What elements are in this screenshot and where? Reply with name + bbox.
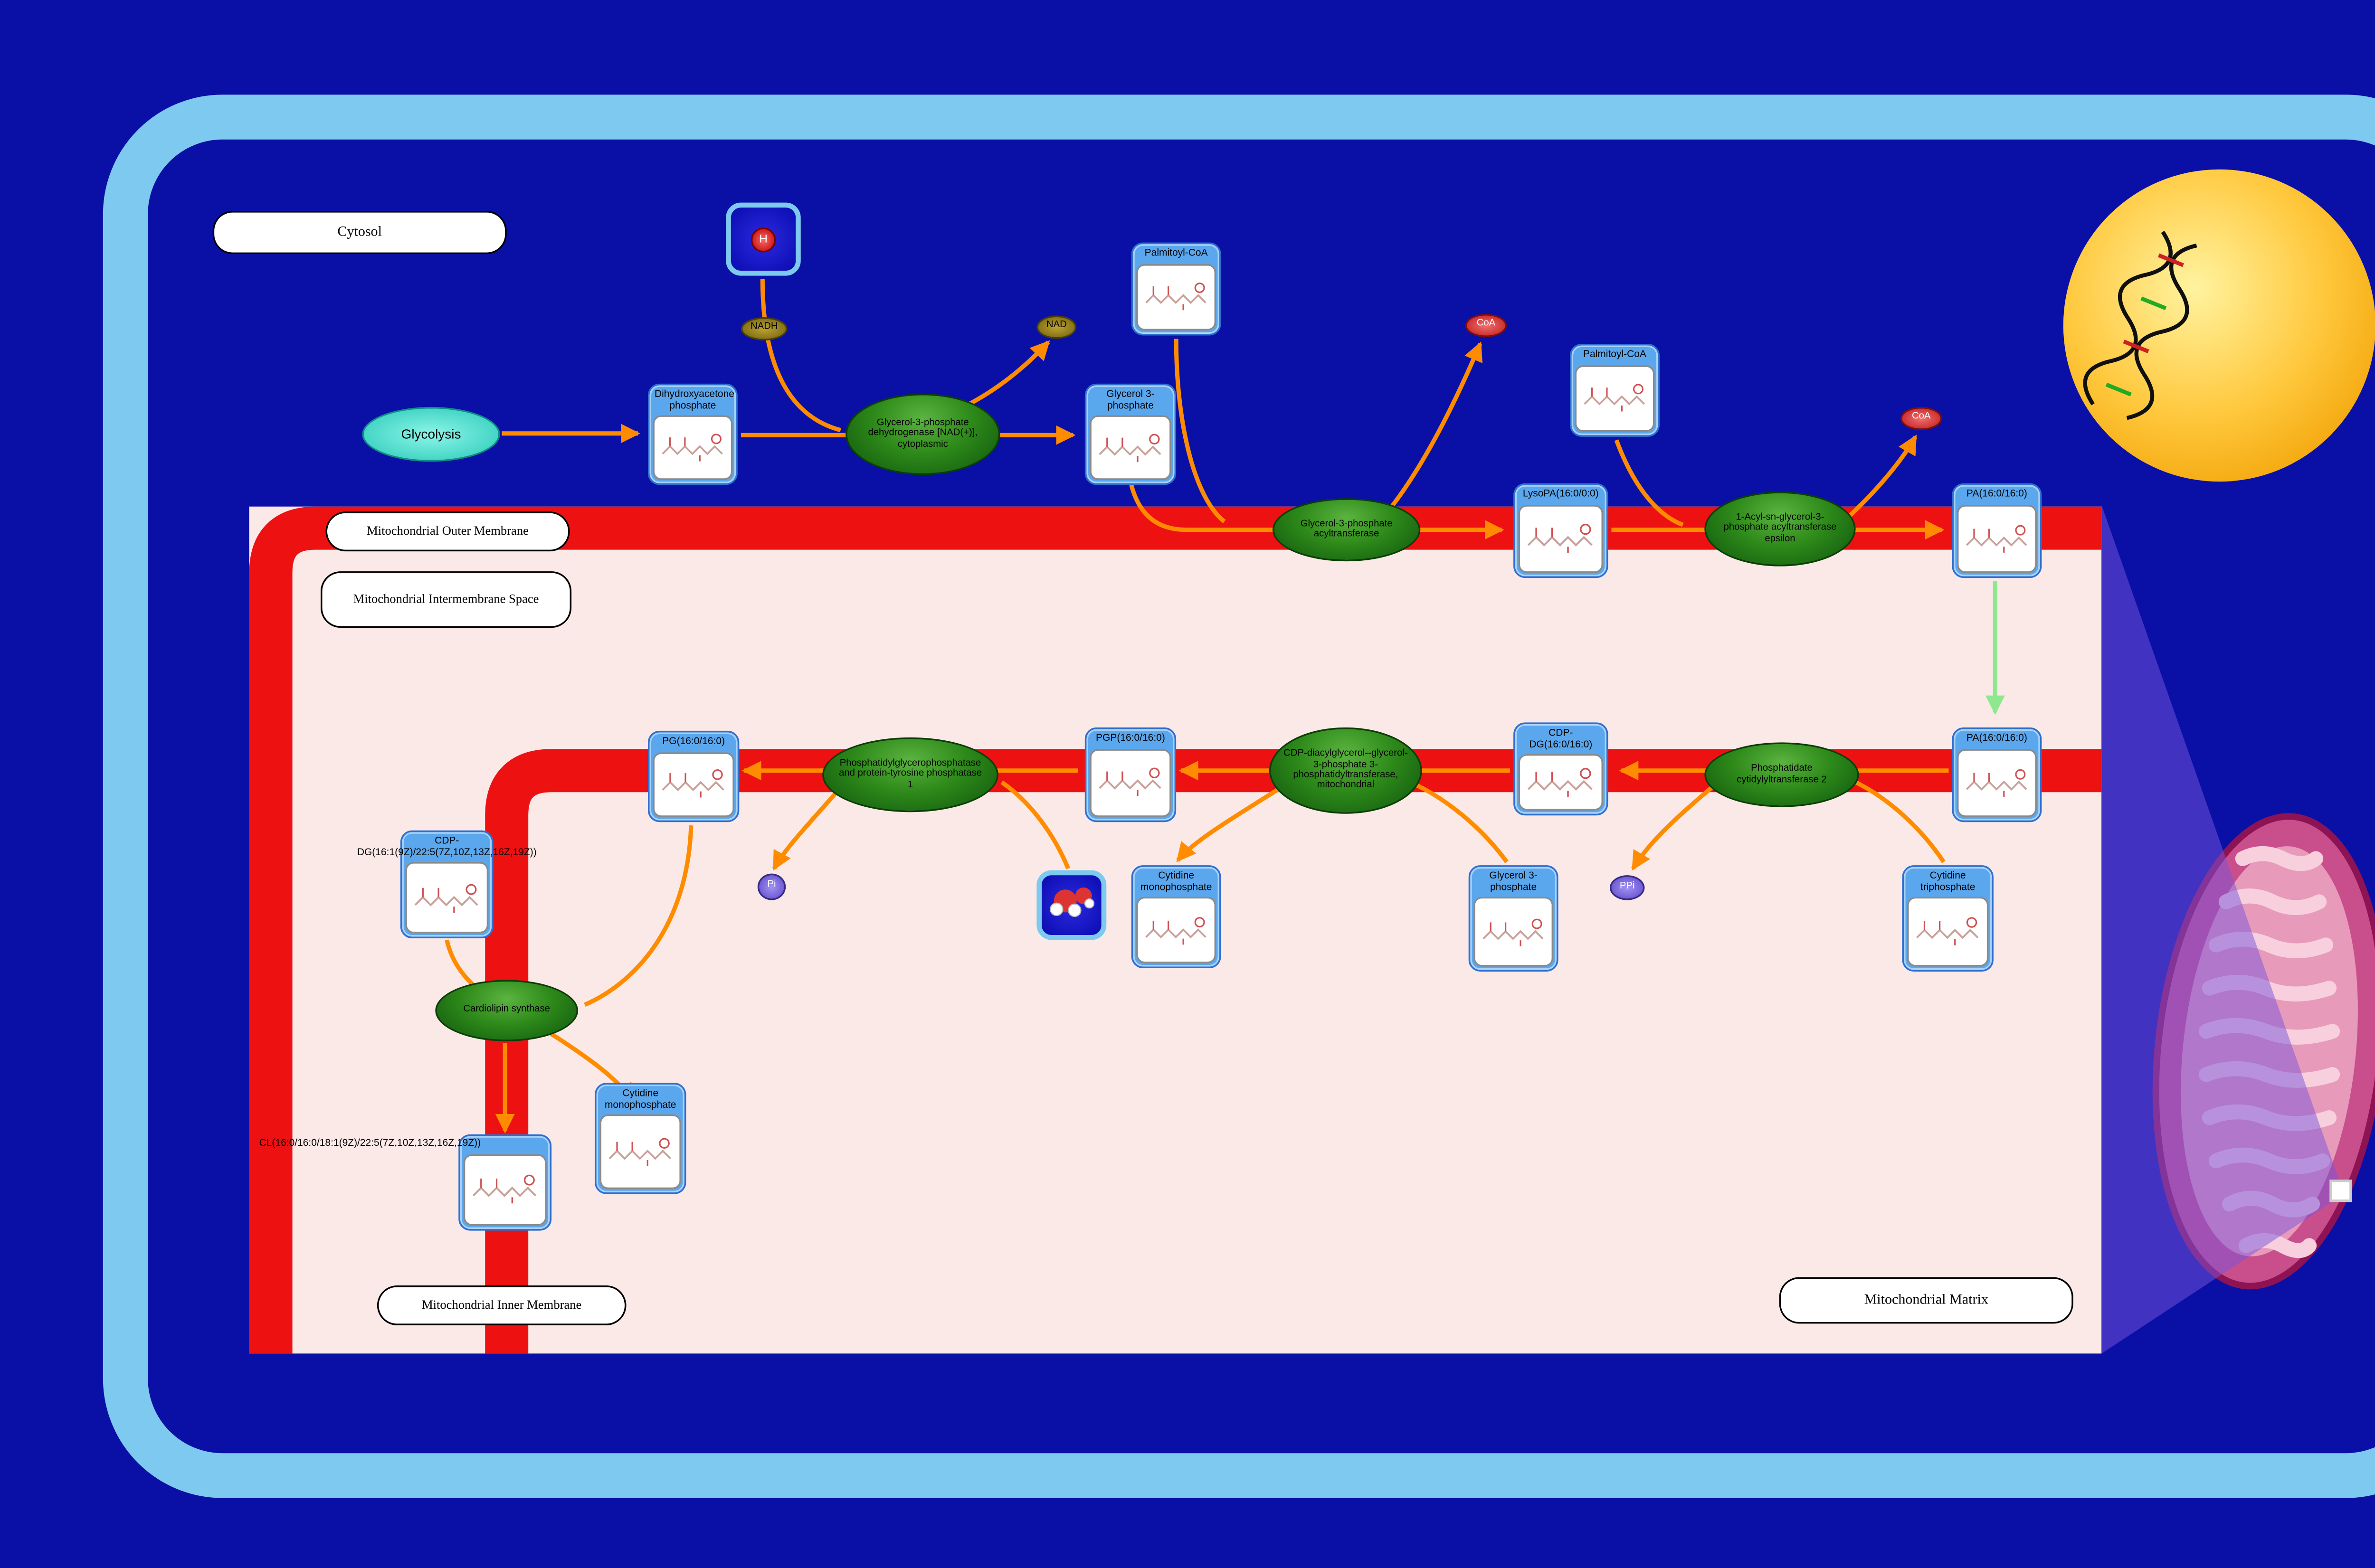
cofactor-nad[interactable]: NAD <box>1036 315 1077 339</box>
cofactor-coa-2[interactable]: CoA <box>1900 406 1942 430</box>
enzyme-cds2[interactable]: Phosphatidate cytidylyltransferase 2 <box>1704 742 1859 807</box>
region-label-outer-membrane: Mitochondrial Outer Membrane <box>325 511 570 552</box>
metabolite-palmitoyl-coa-1[interactable]: Palmitoyl-CoA <box>1131 242 1221 336</box>
cofactor-ppi[interactable]: PPi <box>1609 875 1645 900</box>
metabolite-pa-bottom[interactable]: PA(16:0/16:0) <box>1952 727 2042 822</box>
glycolysis-node[interactable]: Glycolysis <box>362 406 500 462</box>
metabolite-cdp-dg[interactable]: CDP-DG(16:0/16:0) <box>1513 722 1608 816</box>
metabolite-g3p-bottom[interactable]: Glycerol 3-phosphate <box>1468 865 1558 972</box>
metabolite-cmp-1[interactable]: Cytidine monophosphate <box>1131 865 1221 968</box>
structure-image <box>1907 897 1989 967</box>
metabolite-lysopa[interactable]: LysoPA(16:0/0:0) <box>1513 483 1608 578</box>
water-node[interactable] <box>1036 870 1107 940</box>
enzyme-agpat[interactable]: 1-Acyl-sn-glycerol-3-phosphate acyltrans… <box>1704 491 1856 567</box>
cofactor-nadh[interactable]: NADH <box>741 317 788 340</box>
structure-image <box>1575 365 1655 432</box>
hydrogen-ion-icon: H <box>750 227 776 252</box>
region-label-inner-membrane: Mitochondrial Inner Membrane <box>377 1285 627 1325</box>
structure-image <box>1090 748 1171 817</box>
structure-image <box>1957 504 2037 573</box>
enzyme-ptpmt1[interactable]: Phosphatidylglycerophosphatase and prote… <box>822 737 998 812</box>
region-label-cytosol: Cytosol <box>212 211 507 255</box>
metabolite-g3p-top[interactable]: Glycerol 3-phosphate <box>1084 383 1177 485</box>
cofactor-coa-1[interactable]: CoA <box>1465 314 1507 337</box>
structure-image <box>653 752 734 817</box>
metabolite-palmitoyl-coa-2[interactable]: Palmitoyl-CoA <box>1570 343 1660 437</box>
enzyme-pgs1[interactable]: CDP-diacylglycerol--glycerol-3-phosphate… <box>1269 727 1422 814</box>
metabolite-cdp-dg2[interactable]: CDP-DG(16:1(9Z)/22:5(7Z,10Z,13Z,16Z,19Z)… <box>357 830 537 939</box>
metabolite-dhap[interactable]: Dihydroxyacetone phosphate <box>647 383 738 485</box>
outer-membrane-band <box>249 506 2102 1354</box>
region-label-matrix: Mitochondrial Matrix <box>1779 1277 2073 1324</box>
metabolite-cl[interactable]: CL(16:0/16:0/18:1(9Z)/22:5(7Z,10Z,13Z,16… <box>259 1134 552 1231</box>
structure-image <box>1473 897 1554 967</box>
structure-image <box>1136 897 1216 963</box>
nucleus-illustration <box>2063 169 2375 482</box>
region-label-intermembrane-space: Mitochondrial Intermembrane Space <box>320 571 572 628</box>
water-molecule-icon <box>1050 887 1095 917</box>
metabolite-pgp[interactable]: PGP(16:0/16:0) <box>1084 727 1177 822</box>
dna-helix-icon <box>2083 230 2173 406</box>
structure-image <box>463 1154 547 1226</box>
enzyme-gpam[interactable]: Glycerol-3-phosphate acyltransferase <box>1273 498 1421 562</box>
metabolite-pa-top[interactable]: PA(16:0/16:0) <box>1952 483 2042 578</box>
zoom-beam <box>2101 505 2344 1354</box>
metabolite-pg[interactable]: PG(16:0/16:0) <box>647 730 740 822</box>
enzyme-crls1[interactable]: Cardiolipin synthase <box>435 980 579 1041</box>
zoom-target-square <box>2329 1180 2352 1202</box>
structure-image <box>1518 504 1603 573</box>
metabolite-ctp[interactable]: Cytidine triphosphate <box>1902 865 1994 972</box>
structure-image <box>653 416 733 480</box>
cell-outline <box>103 94 2375 1498</box>
structure-image <box>1090 416 1171 480</box>
cofactor-pi[interactable]: Pi <box>757 873 786 900</box>
hydrogen-ion-node[interactable]: H <box>726 202 801 276</box>
enzyme-gpd1[interactable]: Glycerol-3-phosphate dehydrogenase [NAD(… <box>846 393 1000 475</box>
inner-membrane-band <box>485 749 2102 1354</box>
structure-image <box>405 862 489 934</box>
metabolite-cmp-2[interactable]: Cytidine monophosphate <box>595 1083 686 1194</box>
structure-image <box>1136 264 1216 331</box>
structure-image <box>1957 748 2037 817</box>
structure-image <box>1518 755 1603 811</box>
structure-image <box>599 1115 681 1190</box>
